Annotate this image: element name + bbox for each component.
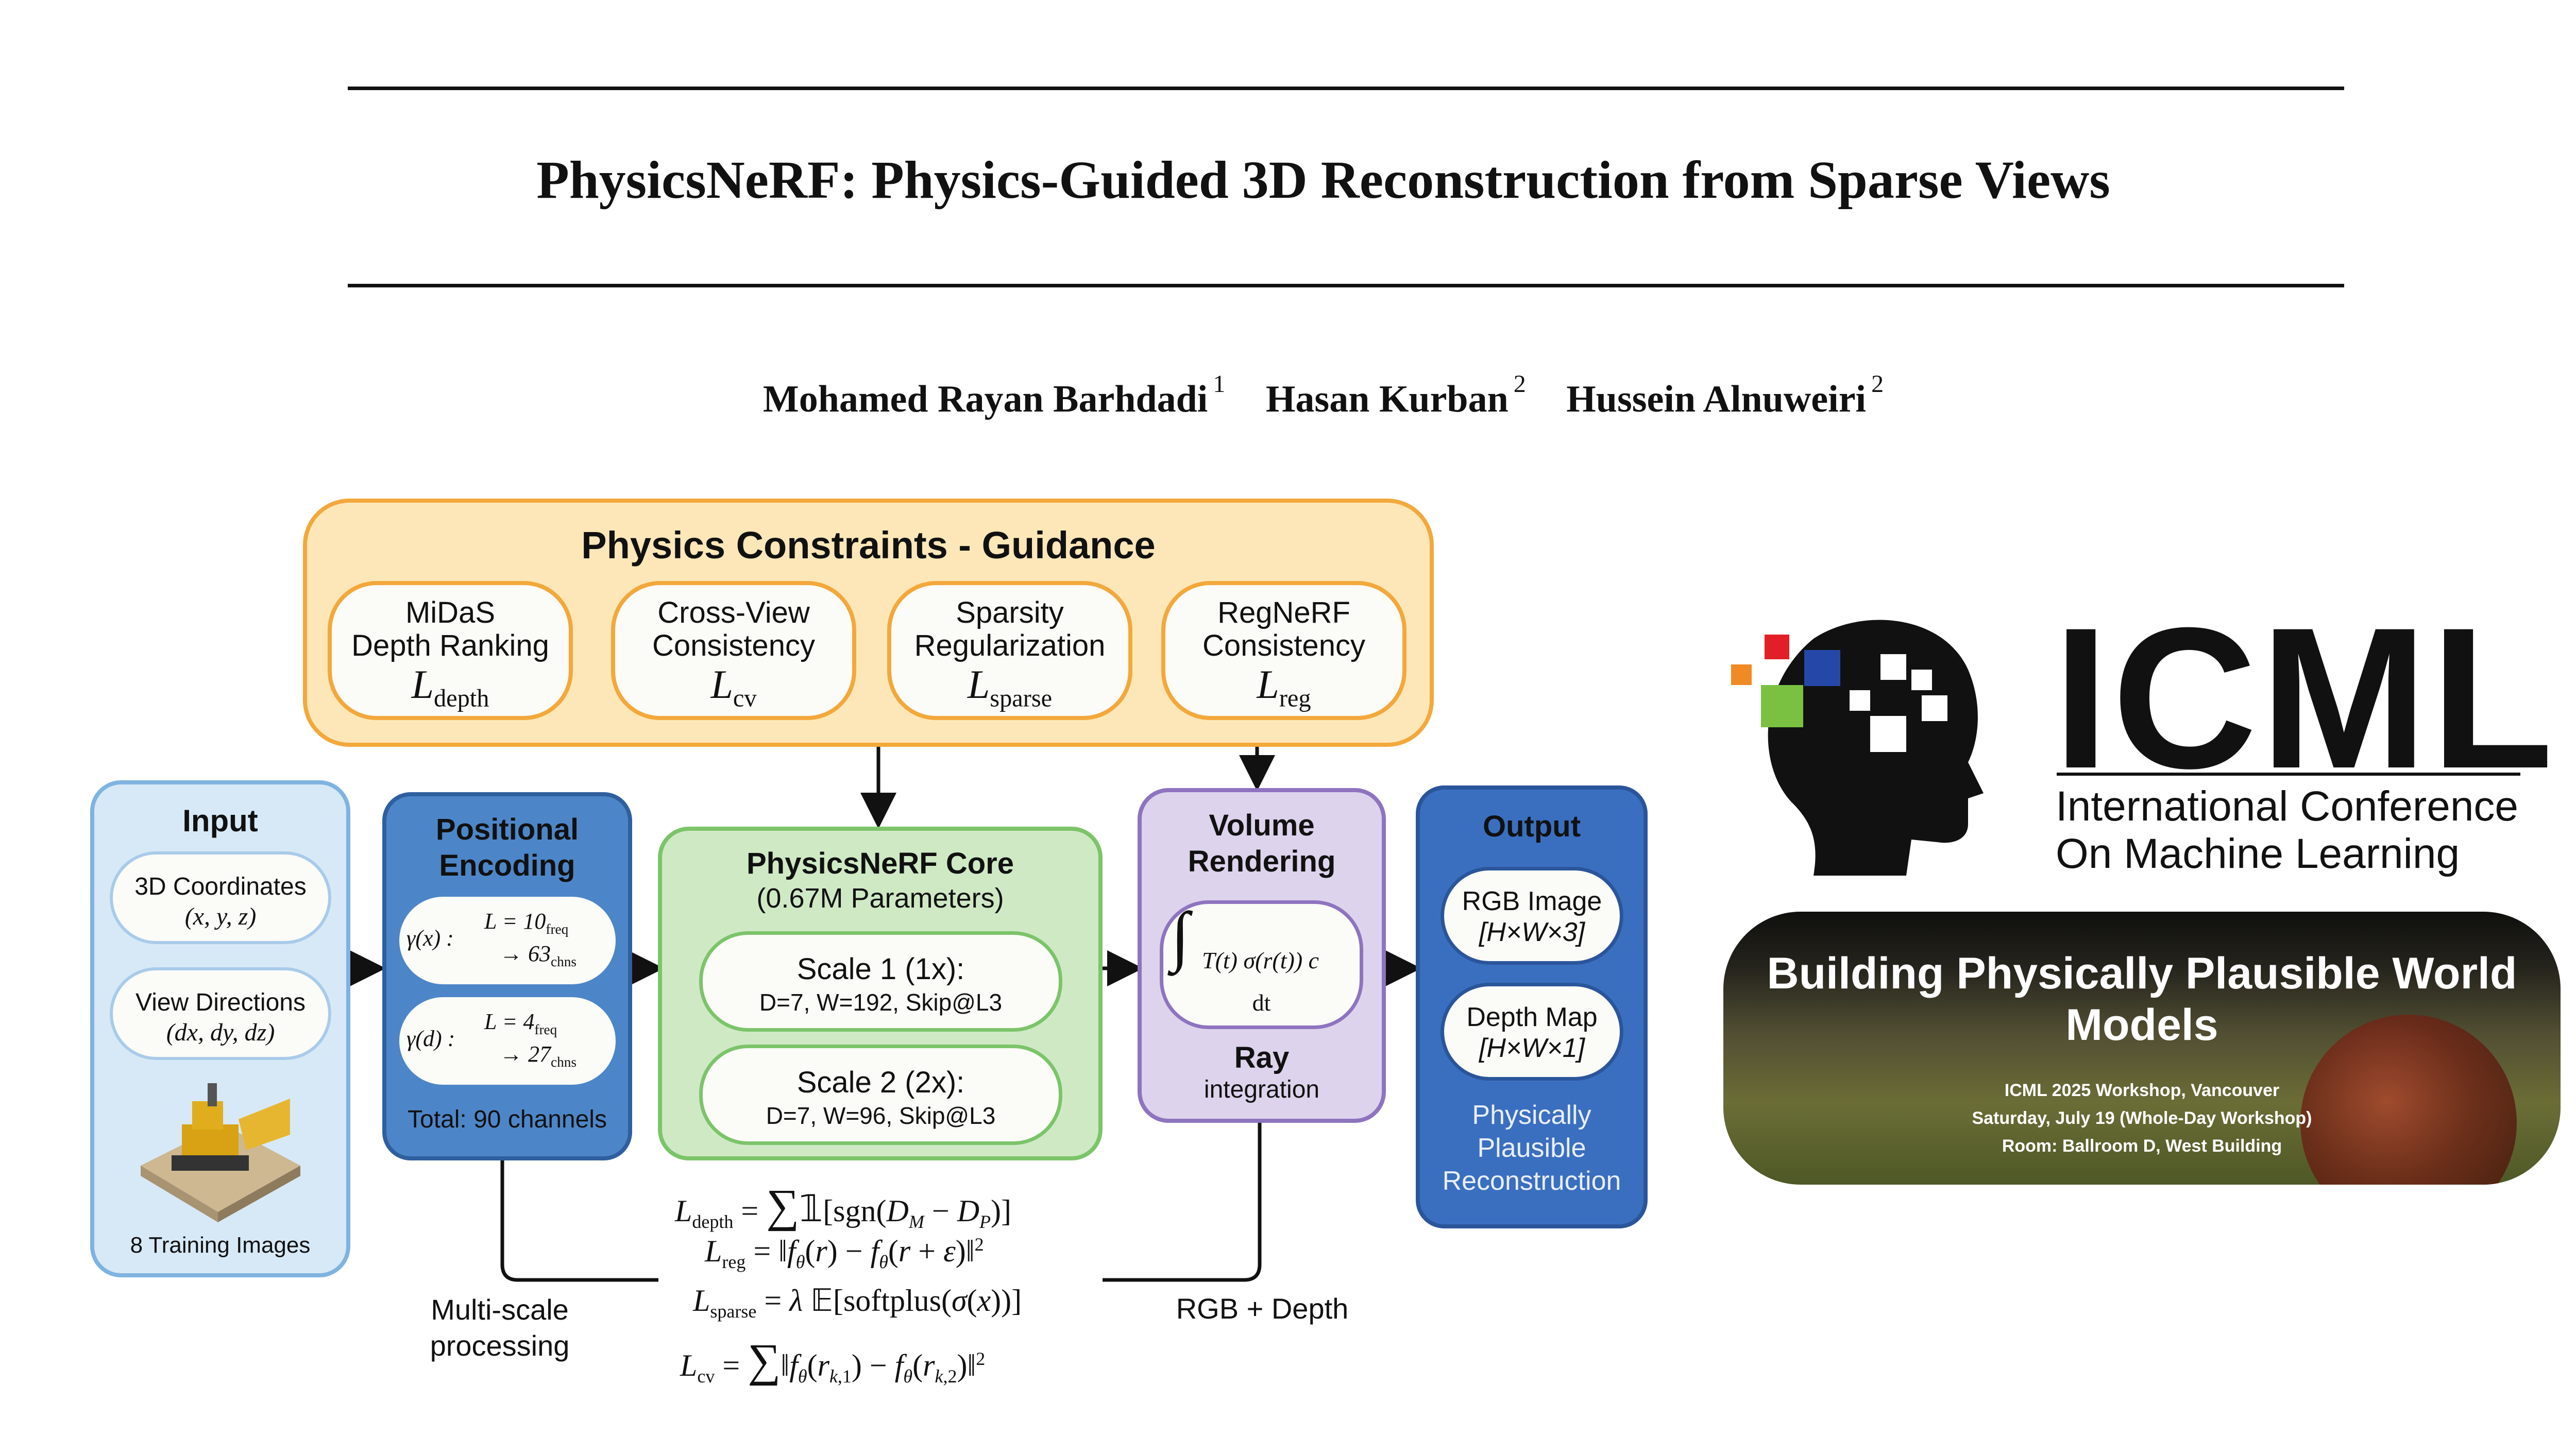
constraint-line1: Sparsity <box>956 596 1064 629</box>
constraint-line2: Consistency <box>652 629 815 662</box>
rendering-integral-pill: ∫ T(t) σ(r(t)) c dt <box>1160 900 1363 1029</box>
workshop-banner: Building Physically Plausible World Mode… <box>1723 912 2561 1185</box>
volume-rendering-panel: Volume Rendering ∫ T(t) σ(r(t)) c dt Ray… <box>1138 788 1386 1123</box>
integral-sign-icon: ∫ <box>1171 899 1190 973</box>
author-affiliation: 1 <box>1213 370 1226 398</box>
constraint-line2: Consistency <box>1202 629 1365 662</box>
scale2-desc: D=7, W=96, Skip@L3 <box>766 1102 996 1129</box>
scale1-pill: Scale 1 (1x): D=7, W=192, Skip@L3 <box>699 931 1062 1032</box>
gamma-d-freq: L = 4freq <box>484 1009 557 1037</box>
depth-dims: [H×W×1] <box>1479 1033 1585 1063</box>
rgb-dims: [H×W×3] <box>1479 917 1585 947</box>
rgb-label: RGB Image <box>1462 886 1602 916</box>
rgb-image-pill: RGB Image [H×W×3] <box>1440 867 1623 965</box>
integration-label: integration <box>1204 1076 1320 1103</box>
author-affiliation: 2 <box>1871 370 1884 398</box>
author-affiliation: 2 <box>1513 370 1526 398</box>
constraint-line1: MiDaS <box>405 596 496 629</box>
logo-square-blue <box>1804 650 1840 686</box>
constraint-regnerf: RegNeRF Consistency Lreg <box>1161 581 1406 720</box>
icml-underline <box>2057 773 2520 776</box>
equation-sparse: Lsparse = λ 𝔼[softplus(σ(x))] <box>693 1284 1022 1322</box>
reconstruction-label: Physically Plausible Reconstruction <box>1442 1100 1621 1196</box>
gamma-x-pill: γ(x) : L = 10freq → 63chns <box>399 897 616 984</box>
multiscale-note: Multi-scale processing <box>430 1293 570 1362</box>
scale1-desc: D=7, W=192, Skip@L3 <box>759 989 1003 1016</box>
ray-label: Ray <box>1234 1041 1290 1074</box>
gamma-x-lhs: γ(x) : <box>406 926 454 951</box>
core-params: (0.67M Parameters) <box>756 883 1004 914</box>
core-panel: PhysicsNeRF Core (0.67M Parameters) Scal… <box>658 827 1103 1160</box>
rgb-depth-note: RGB + Depth <box>1176 1292 1349 1325</box>
constraint-line2: Regularization <box>914 629 1106 662</box>
loss-symbol: Lsparse <box>967 662 1053 712</box>
scale1-title: Scale 1 (1x): <box>796 952 965 986</box>
loss-symbol: Lreg <box>1257 662 1311 712</box>
logo-square-red <box>1765 635 1789 659</box>
output-title: Output <box>1482 810 1581 843</box>
scale2-title: Scale 2 (2x): <box>796 1066 965 1099</box>
directions-pill: View Directions (dx, dy, dz) <box>110 967 331 1060</box>
coords-math: (x, y, z) <box>184 903 257 930</box>
core-title: PhysicsNeRF Core <box>747 847 1014 880</box>
gamma-x-channels: → 63chns <box>500 941 577 969</box>
constraint-cross-view: Cross-View Consistency Lcv <box>611 581 856 720</box>
loss-symbol: Lcv <box>710 662 757 712</box>
author-name: Mohamed Rayan Barhdadi <box>762 378 1208 420</box>
banner-ball-image <box>2300 1015 2517 1185</box>
integral-dt: dt <box>1252 989 1271 1016</box>
equation-depth: Ldepth = ∑𝟙[sgn(DM − DP)] <box>675 1181 1011 1232</box>
constraint-line1: Cross-View <box>657 596 810 629</box>
encoding-title: Positional Encoding <box>435 813 579 882</box>
rgb-depth-connector <box>1103 1123 1262 1282</box>
constraint-sparsity: Sparsity Regularization Lsparse <box>887 581 1132 720</box>
gamma-d-channels: → 27chns <box>500 1041 577 1070</box>
scale2-pill: Scale 2 (2x): D=7, W=96, Skip@L3 <box>699 1045 1062 1145</box>
paper-title: PhysicsNeRF: Physics-Guided 3D Reconstru… <box>536 150 2110 210</box>
input-panel: Input 3D Coordinates (x, y, z) View Dire… <box>90 780 350 1277</box>
icml-subtitle: International Conference On Machine Lear… <box>2056 783 2519 877</box>
title-rule-bottom <box>348 284 2344 287</box>
gamma-x-freq: L = 10freq <box>484 909 569 937</box>
author-name: Hussein Alnuweiri <box>1566 378 1867 420</box>
positional-encoding-panel: Positional Encoding γ(x) : L = 10freq → … <box>382 792 632 1160</box>
coords-pill: 3D Coordinates (x, y, z) <box>110 851 331 944</box>
logo-square-green <box>1761 685 1803 727</box>
title-rule-top <box>348 87 2344 90</box>
coords-label: 3D Coordinates <box>134 873 307 900</box>
depth-label: Depth Map <box>1466 1002 1598 1032</box>
constraint-line2: Depth Ranking <box>351 629 549 662</box>
input-title: Input <box>182 804 258 838</box>
total-channels: Total: 90 channels <box>408 1106 607 1133</box>
multiscale-connector <box>500 1159 658 1282</box>
integral-expression: T(t) σ(r(t)) c <box>1202 947 1319 973</box>
icml-wordmark: ICML <box>2053 586 2557 810</box>
bulldozer-image <box>141 1083 300 1222</box>
workshop-info: ICML 2025 Workshop, Vancouver Saturday, … <box>1972 1081 2312 1156</box>
logo-square-orange <box>1731 664 1752 685</box>
equation-reg: Lreg = ‖fθ(r) − fθ(r + ε)‖2 <box>705 1234 984 1272</box>
constraints-title: Physics Constraints - Guidance <box>581 524 1156 567</box>
workshop-title: Building Physically Plausible World Mode… <box>1767 949 2517 1050</box>
directions-math: (dx, dy, dz) <box>166 1019 275 1046</box>
equation-cv: Lcv = ∑‖fθ(rk,1) − fθ(rk,2)‖2 <box>680 1335 986 1387</box>
gamma-d-lhs: γ(d) : <box>406 1026 455 1051</box>
gamma-d-pill: γ(d) : L = 4freq → 27chns <box>399 997 616 1085</box>
output-panel: Output RGB Image [H×W×3] Depth Map [H×W×… <box>1416 785 1648 1228</box>
directions-label: View Directions <box>135 989 306 1016</box>
loss-symbol: Ldepth <box>411 662 489 712</box>
rendering-title: Volume Rendering <box>1188 809 1336 878</box>
constraint-depth-ranking: MiDaS Depth Ranking Ldepth <box>328 581 573 720</box>
depth-map-pill: Depth Map [H×W×1] <box>1440 983 1623 1081</box>
constraint-line1: RegNeRF <box>1217 596 1350 629</box>
training-images-label: 8 Training Images <box>130 1233 311 1258</box>
author-name: Hasan Kurban <box>1265 378 1509 420</box>
